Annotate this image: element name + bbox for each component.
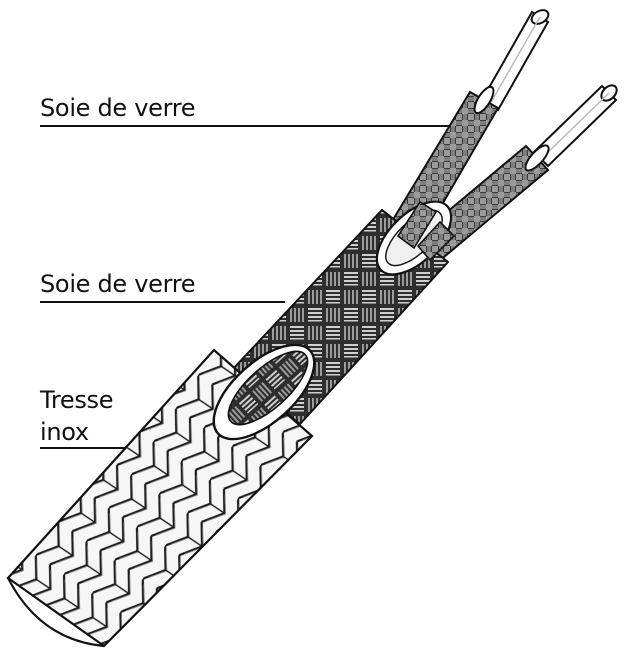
label-wire-insulation: Soie de verre xyxy=(40,94,196,122)
label-outer-braid-line2: inox xyxy=(40,418,89,446)
outer-braid xyxy=(6,343,316,648)
label-outer-braid-line1: Tresse xyxy=(40,386,114,414)
label-inner-sheath: Soie de verre xyxy=(40,270,196,298)
label-outer-braid: Tresse inox xyxy=(40,384,114,448)
